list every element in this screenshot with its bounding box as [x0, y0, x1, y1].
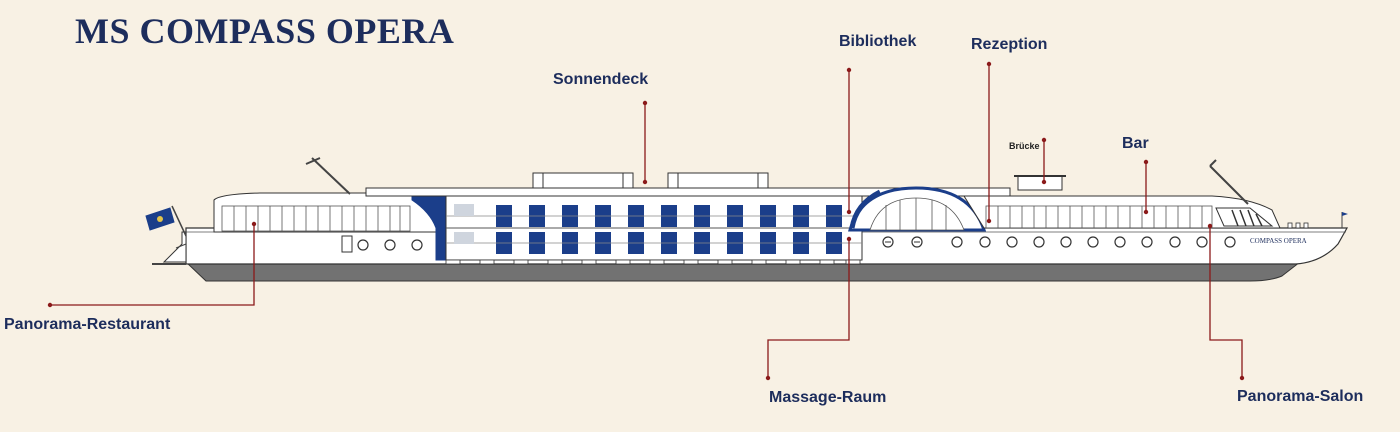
label-sonnendeck: Sonnendeck: [553, 71, 649, 88]
page-title: MS COMPASS OPERA: [75, 11, 455, 51]
hull-keel: [184, 261, 1302, 282]
panorama-restaurant-windows: [221, 205, 411, 232]
label-bibliothek: Bibliothek: [839, 33, 917, 50]
label-bar: Bar: [1122, 135, 1149, 152]
label-panorama-restaurant: Panorama-Restaurant: [4, 316, 171, 333]
label-massage-raum: Massage-Raum: [769, 389, 887, 406]
bridge-wheelhouse: [1017, 175, 1063, 191]
leader-lines: [50, 64, 1243, 378]
leader-dots: [47, 61, 1245, 381]
panorama-salon-windows: [985, 205, 1213, 229]
label-panorama-salon: Panorama-Salon: [1237, 388, 1364, 405]
label-bruecke: Brücke: [1009, 141, 1040, 151]
superstructure-fwd: [963, 195, 1281, 229]
hull-ship-name: COMPASS OPERA: [1250, 237, 1307, 245]
sun-deck-canopies: [532, 172, 769, 189]
label-rezeption: Rezeption: [971, 36, 1048, 53]
portholes: [357, 236, 1236, 251]
